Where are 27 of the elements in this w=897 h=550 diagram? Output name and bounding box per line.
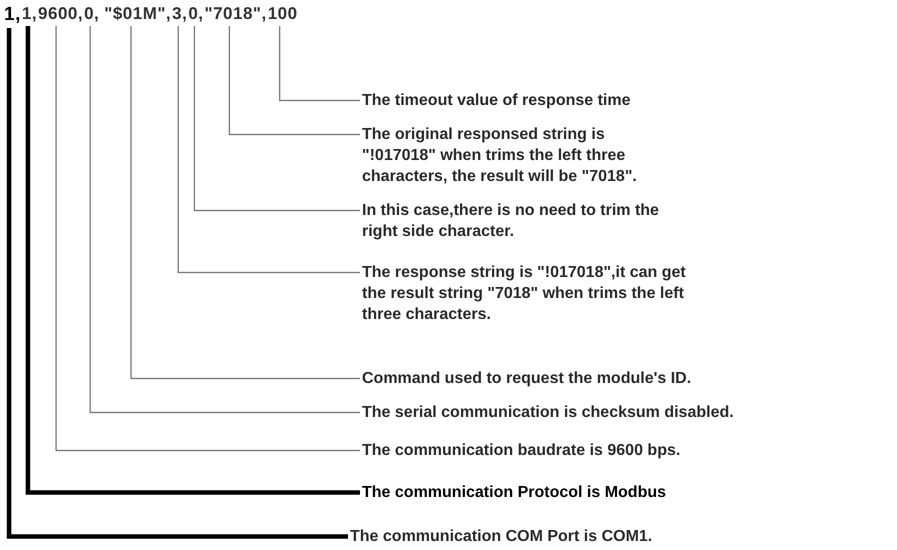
annotation-text: The response string is "!017018",it can get the result string "7018" when trims the left three characters.	[362, 262, 692, 325]
parameter-value: 0,	[188, 4, 204, 24]
annotation-text: The communication COM Port is COM1.	[350, 526, 652, 547]
leader-line	[6, 28, 348, 539]
parameter-value: 3,	[172, 4, 188, 24]
annotation-text: The original responsed string is "!017018" when trims the left three characters, the result will be "7018".	[362, 124, 672, 187]
annotation-text: The timeout value of response time	[362, 90, 630, 111]
parameter-value: 0,	[84, 4, 100, 24]
leader-line	[279, 26, 360, 102]
parameter-value: 9600,	[38, 4, 84, 24]
leader-line	[90, 26, 360, 414]
leader-line	[130, 26, 360, 380]
parameter-value: 100	[268, 4, 298, 24]
annotation-text: In this case,there is no need to trim the right side character.	[362, 200, 692, 242]
leader-line	[26, 26, 360, 495]
parameter-value: "$01M",	[104, 4, 172, 24]
parameter-value: 1,	[4, 4, 21, 26]
annotation-text: The communication Protocol is Modbus	[362, 482, 666, 503]
annotation-text: The communication baudrate is 9600 bps.	[362, 440, 680, 461]
parameter-value: 1,	[22, 4, 38, 24]
annotation-text: Command used to request the module's ID.	[362, 368, 692, 389]
leader-line	[194, 26, 360, 212]
annotation-text: The serial communication is checksum disabled.	[362, 402, 734, 423]
leader-line	[228, 26, 360, 136]
parameter-value: "7018",	[204, 4, 267, 24]
leader-line	[55, 26, 360, 452]
leader-line	[178, 26, 360, 274]
